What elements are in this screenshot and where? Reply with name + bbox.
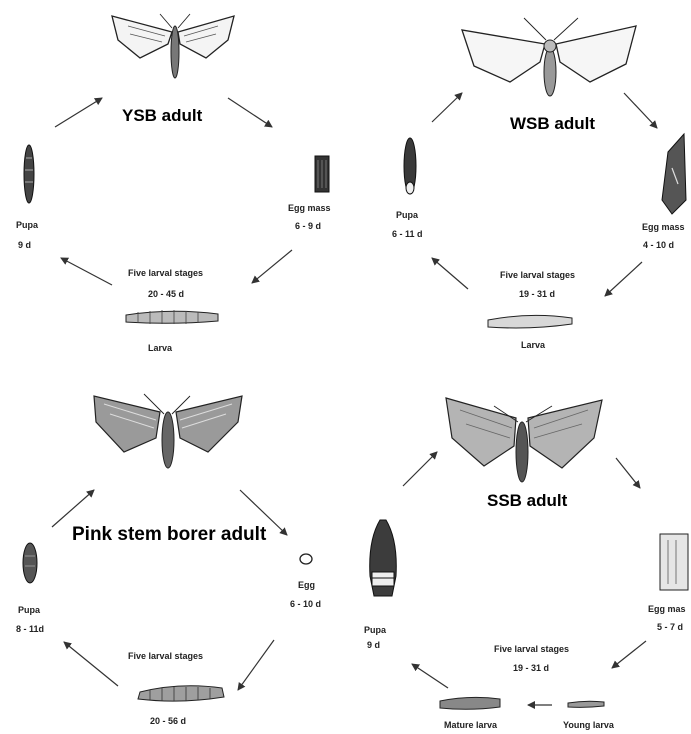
- ssb-pupa-label: Pupa: [364, 625, 386, 635]
- psb-arrow-egg-larva: [238, 640, 274, 690]
- psb-arrow-larva-pupa: [64, 642, 118, 686]
- psb-egg-duration: 6 - 10 d: [290, 599, 321, 609]
- psb-pupa-label: Pupa: [18, 605, 40, 615]
- psb-pupa-duration: 8 - 11d: [16, 624, 44, 634]
- psb-title: Pink stem borer adult: [72, 524, 266, 546]
- psb-moth-icon: [94, 394, 242, 468]
- ysb-egg-mass-icon: [315, 156, 329, 192]
- psb-larval-label: Five larval stages: [128, 651, 203, 661]
- ysb-arrow-pupa-adult: [55, 98, 102, 127]
- ssb-moth-icon: [446, 398, 602, 482]
- ssb-young-larva-icon: [568, 701, 604, 707]
- ysb-arrow-larva-pupa: [61, 258, 112, 285]
- wsb-larval-label: Five larval stages: [500, 270, 575, 280]
- wsb-title: WSB adult: [510, 114, 595, 134]
- ssb-egg-mass-icon: [660, 534, 688, 590]
- wsb-larva-label: Larva: [521, 340, 545, 350]
- ssb-mature-larva-label: Mature larva: [444, 720, 497, 730]
- wsb-arrow-adult-egg: [624, 93, 657, 128]
- ysb-larva-label: Larva: [148, 343, 172, 353]
- psb-egg-icon: [300, 554, 312, 564]
- ssb-young-larva-label: Young larva: [563, 720, 614, 730]
- ssb-pupa-icon: [370, 520, 397, 596]
- wsb-arrow-egg-larva: [605, 262, 642, 296]
- ssb-mature-larva-icon: [440, 697, 500, 709]
- psb-pupa-icon: [23, 543, 37, 583]
- wsb-arrow-larva-pupa: [432, 258, 468, 289]
- wsb-arrow-pupa-adult: [432, 93, 462, 122]
- ysb-arrow-adult-egg: [228, 98, 272, 127]
- wsb-moth-icon: [462, 18, 636, 96]
- wsb-pupa-label: Pupa: [396, 210, 418, 220]
- ysb-larval-label: Five larval stages: [128, 268, 203, 278]
- ysb-larval-duration: 20 - 45 d: [148, 289, 184, 299]
- ssb-pupa-duration: 9 d: [367, 640, 380, 650]
- ysb-larva-icon: [126, 310, 218, 324]
- ysb-title: YSB adult: [122, 106, 202, 126]
- ssb-arrow-adult-egg: [616, 458, 640, 488]
- wsb-larva-icon: [488, 315, 572, 328]
- ysb-egg-duration: 6 - 9 d: [295, 221, 321, 231]
- ysb-pupa-label: Pupa: [16, 220, 38, 230]
- ssb-larval-label: Five larval stages: [494, 644, 569, 654]
- ysb-pupa-duration: 9 d: [18, 240, 31, 250]
- ssb-arrow-egg-larva: [612, 641, 646, 668]
- ysb-arrow-egg-larva: [252, 250, 292, 283]
- ssb-larval-duration: 19 - 31 d: [513, 663, 549, 673]
- wsb-egg-duration: 4 - 10 d: [643, 240, 674, 250]
- ysb-pupa-icon: [24, 145, 34, 203]
- wsb-pupa-duration: 6 - 11 d: [392, 229, 423, 239]
- psb-larva-icon: [138, 686, 224, 701]
- ssb-arrow-larva-pupa: [412, 664, 448, 688]
- psb-larval-duration: 20 - 56 d: [150, 716, 186, 726]
- ssb-egg-label: Egg mas: [648, 604, 686, 614]
- ssb-arrow-pupa-adult: [403, 452, 437, 486]
- ysb-egg-label: Egg mass: [288, 203, 331, 213]
- ysb-moth-icon: [112, 14, 234, 78]
- ssb-title: SSB adult: [487, 491, 567, 511]
- wsb-egg-label: Egg mass: [642, 222, 685, 232]
- psb-arrow-pupa-adult: [52, 490, 94, 527]
- ssb-egg-duration: 5 - 7 d: [657, 622, 683, 632]
- wsb-pupa-icon: [404, 138, 416, 194]
- wsb-larval-duration: 19 - 31 d: [519, 289, 555, 299]
- psb-egg-label: Egg: [298, 580, 315, 590]
- wsb-egg-mass-icon: [662, 134, 686, 214]
